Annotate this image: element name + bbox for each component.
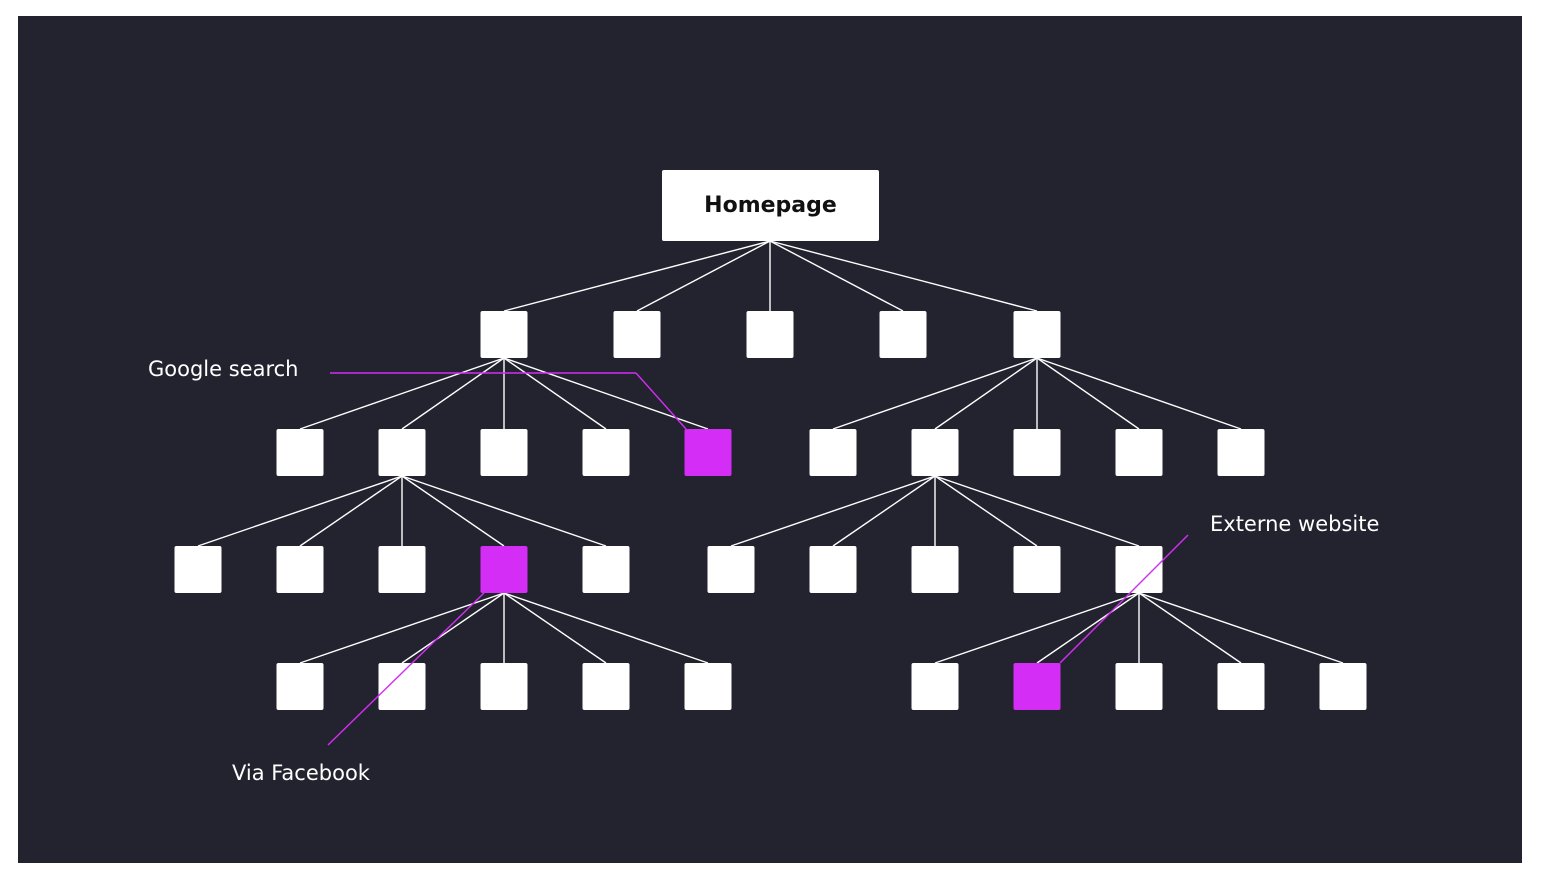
page-node[interactable] bbox=[613, 311, 661, 358]
diagram-canvas bbox=[18, 16, 1522, 863]
tree-edge bbox=[1138, 592, 1242, 664]
tree-edge bbox=[503, 240, 771, 312]
page-node[interactable] bbox=[480, 429, 528, 476]
tree-edge bbox=[1036, 357, 1242, 430]
page-node[interactable] bbox=[582, 546, 630, 593]
tree-edge bbox=[299, 592, 505, 664]
tree-edge bbox=[503, 357, 607, 430]
page-node[interactable] bbox=[1319, 663, 1367, 710]
highlighted-page-node[interactable] bbox=[684, 429, 732, 476]
tree-edge bbox=[934, 475, 1140, 547]
page-node[interactable] bbox=[480, 311, 528, 358]
tree-edge bbox=[299, 357, 505, 430]
page-node[interactable] bbox=[1217, 429, 1265, 476]
tree-edge bbox=[934, 475, 1038, 547]
page-node[interactable] bbox=[174, 546, 222, 593]
tree-edges bbox=[197, 240, 1344, 664]
tree-nodes bbox=[174, 311, 1367, 710]
annotation-google-search: Google search bbox=[148, 357, 299, 381]
page-node[interactable] bbox=[809, 546, 857, 593]
tree-edge bbox=[1138, 592, 1344, 664]
page-node[interactable] bbox=[684, 663, 732, 710]
tree-edge bbox=[401, 475, 505, 547]
homepage-label: Homepage bbox=[704, 193, 837, 218]
annotation-lines bbox=[327, 372, 1189, 746]
page-node[interactable] bbox=[378, 546, 426, 593]
callout-line-external bbox=[1059, 534, 1189, 664]
page-node[interactable] bbox=[1013, 546, 1061, 593]
page-node[interactable] bbox=[276, 546, 324, 593]
page-node[interactable] bbox=[276, 663, 324, 710]
page-node[interactable] bbox=[1115, 546, 1163, 593]
page-node[interactable] bbox=[582, 429, 630, 476]
callout-line-google bbox=[635, 372, 687, 430]
page-node[interactable] bbox=[879, 311, 927, 358]
highlighted-page-node[interactable] bbox=[1013, 663, 1061, 710]
annotation-externe-website: Externe website bbox=[1210, 512, 1380, 536]
tree-edge bbox=[730, 475, 936, 547]
tree-edge bbox=[1036, 357, 1140, 430]
page-node[interactable] bbox=[582, 663, 630, 710]
tree-edge bbox=[503, 592, 709, 664]
page-node[interactable] bbox=[746, 311, 794, 358]
page-node[interactable] bbox=[480, 663, 528, 710]
annotation-via-facebook: Via Facebook bbox=[232, 761, 370, 785]
homepage-node[interactable]: Homepage bbox=[662, 170, 879, 241]
tree-edge bbox=[1036, 592, 1140, 664]
tree-edge bbox=[401, 475, 607, 547]
page-node[interactable] bbox=[1115, 429, 1163, 476]
tree-edge bbox=[503, 357, 709, 430]
tree-edge bbox=[197, 475, 403, 547]
page-node[interactable] bbox=[911, 663, 959, 710]
tree-edge bbox=[934, 357, 1038, 430]
page-node[interactable] bbox=[1217, 663, 1265, 710]
page-node[interactable] bbox=[276, 429, 324, 476]
tree-edge bbox=[401, 592, 505, 664]
tree-edge bbox=[769, 240, 1038, 312]
page-node[interactable] bbox=[378, 663, 426, 710]
tree-edge bbox=[401, 357, 505, 430]
page-node[interactable] bbox=[1013, 311, 1061, 358]
tree-edge bbox=[503, 592, 607, 664]
page-node[interactable] bbox=[911, 429, 959, 476]
tree-edge bbox=[769, 240, 904, 312]
page-node[interactable] bbox=[1013, 429, 1061, 476]
callout-line-facebook bbox=[327, 592, 485, 746]
tree-edge bbox=[934, 592, 1140, 664]
tree-edge bbox=[832, 357, 1038, 430]
page-node[interactable] bbox=[707, 546, 755, 593]
page-node[interactable] bbox=[809, 429, 857, 476]
tree-edge bbox=[299, 475, 403, 547]
tree-edge bbox=[636, 240, 771, 312]
page-node[interactable] bbox=[378, 429, 426, 476]
highlighted-page-node[interactable] bbox=[480, 546, 528, 593]
tree-edge bbox=[832, 475, 936, 547]
page-node[interactable] bbox=[1115, 663, 1163, 710]
page-node[interactable] bbox=[911, 546, 959, 593]
